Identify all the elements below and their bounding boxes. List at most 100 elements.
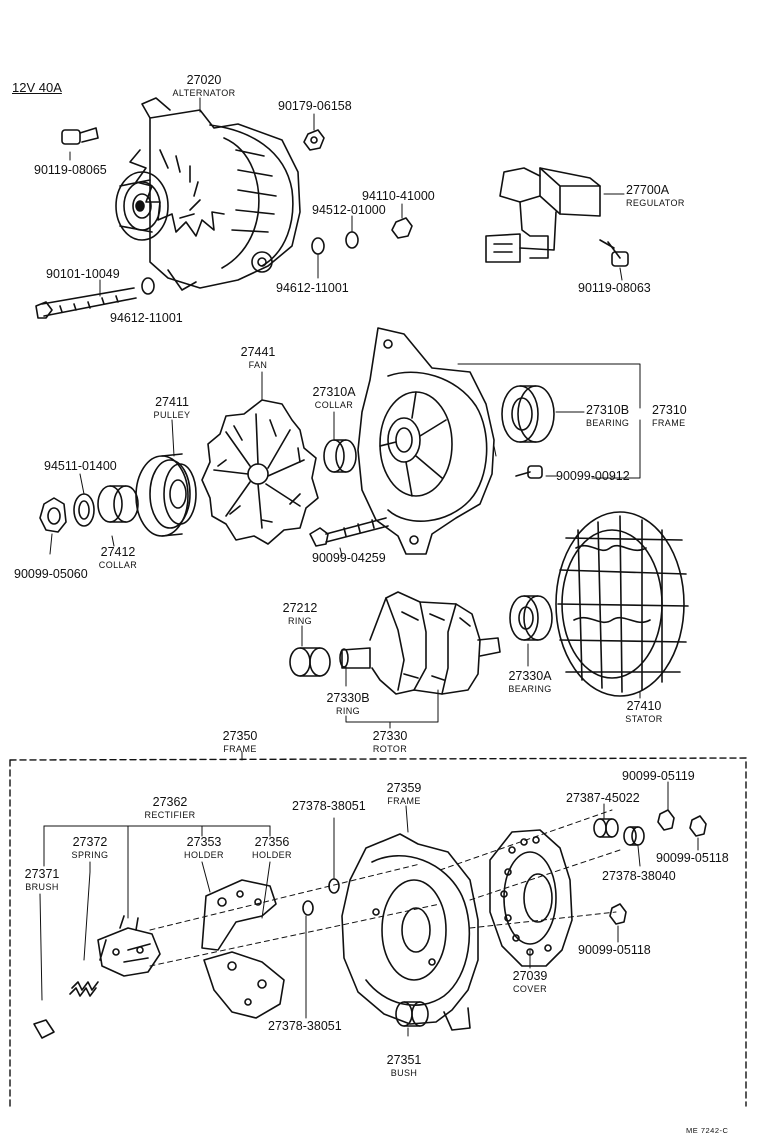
part-name: PULLEY (153, 410, 191, 420)
washer-94612-11001-a-label: 94612-11001 (276, 281, 349, 295)
rectifier-label: 27362 RECTIFIER (144, 796, 195, 821)
nut-90099-05119-label: 90099-05119 (622, 769, 695, 783)
terminal-27387-45022-label: 27387-45022 (566, 791, 640, 805)
leader-lines-rotor (301, 625, 641, 729)
nut-90099-05118-a-label: 90099-05118 (656, 851, 729, 865)
part-name: FAN (248, 360, 268, 370)
insulator-27378-38051-bottom-label: 27378-38051 (268, 1019, 342, 1033)
part-number: 27310A (312, 385, 356, 399)
collar-27310a-shape (323, 439, 357, 473)
part-number: 94612-11001 (110, 311, 183, 325)
part-name: ROTOR (372, 744, 408, 754)
brush-27371-shape (33, 1019, 55, 1039)
ring-27212-shape (289, 647, 331, 677)
regulator-label: 27700A REGULATOR (626, 184, 685, 209)
part-number: 27330B (326, 691, 370, 705)
part-number: 90099-05119 (622, 769, 695, 783)
holder-27353-label: 27353 HOLDER (184, 836, 224, 861)
ring-27330b-label: 27330B RING (326, 692, 369, 717)
leader-lines-bottom-insulators (305, 817, 335, 1019)
washer-94512-01000-label: 94512-01000 (312, 203, 386, 217)
washer-94512-01000-shape (345, 231, 359, 249)
part-number: 90099-05118 (656, 851, 729, 865)
alternator-number: 27020 (186, 73, 222, 87)
alternator-assembly[interactable] (115, 97, 301, 291)
part-number: 90099-05118 (578, 943, 651, 957)
part-number: 27359 (386, 781, 422, 795)
ring-27212-label: 27212 RING (283, 602, 318, 627)
part-name: BRUSH (25, 882, 59, 892)
nut-90179-06158-label: 90179-06158 (278, 100, 352, 113)
part-number: 27387-45022 (566, 791, 640, 805)
part-number: 27378-38051 (268, 1019, 342, 1033)
cover-27039-shape[interactable] (489, 829, 573, 967)
part-number: 27362 (152, 795, 188, 809)
part-number: 27412 (100, 545, 136, 559)
part-number: 27356 (254, 835, 290, 849)
bearing-27330a-label: 27330A BEARING (508, 670, 551, 695)
regulator-shape[interactable] (485, 167, 601, 263)
screw-90099-00912-label: 90099-00912 (556, 469, 630, 483)
holder-27353-shape[interactable] (201, 879, 277, 951)
stator-label: 27410 STATOR (625, 700, 662, 725)
bolt-90119-08065-label: 90119-08065 (34, 163, 107, 177)
nut-90179-06158-shape (303, 129, 325, 151)
rectifier-leader-bracket (39, 825, 271, 1001)
part-number: 27212 (282, 601, 318, 615)
terminal-27387-45022-shape (593, 818, 619, 838)
part-name: STATOR (625, 714, 663, 724)
part-number: 27700A (626, 183, 670, 197)
part-name: COVER (512, 984, 548, 994)
washer-94511-01400-shape (73, 493, 95, 527)
part-number: 27371 (24, 867, 60, 881)
leader-lines-right (603, 781, 699, 943)
part-number: 90119-08065 (34, 163, 107, 177)
alternator-pulley (115, 171, 169, 241)
part-number: 27411 (155, 395, 189, 409)
part-name: SPRING (71, 850, 109, 860)
nut-90099-05119-shape (657, 809, 675, 831)
bolt-90119-08065-shape (61, 127, 99, 145)
bush-label: 27351 BUSH (387, 1054, 422, 1079)
spring-27372-shape (69, 981, 99, 997)
stator-27410-shape[interactable] (555, 511, 689, 697)
bolt-90099-04259-shape (309, 517, 389, 547)
part-name: FRAME (652, 418, 686, 428)
part-name: REGULATOR (626, 198, 685, 208)
part-number: 90101-10049 (46, 267, 120, 281)
part-name: COLLAR (314, 400, 354, 410)
leader-lines-frame-bush (405, 805, 409, 1037)
part-number: 94512-01000 (312, 203, 386, 217)
collar-27412-label: 27412 COLLAR (99, 546, 137, 571)
bearing-27330a-shape (509, 595, 553, 641)
insulator-27378-38040-label: 27378-38040 (602, 870, 676, 883)
screw-90119-08063-label: 90119-08063 (578, 282, 651, 295)
collar-27310a-label: 27310A COLLAR (312, 386, 355, 411)
part-number: 27330 (372, 729, 408, 743)
part-number: 27039 (512, 969, 548, 983)
fan-label: 27441 FAN (241, 346, 276, 371)
part-number: 90099-05060 (14, 567, 88, 581)
alternator-fan-blades (129, 149, 225, 237)
part-number: 94612-11001 (276, 281, 349, 295)
figure-code: ME 7242-C (686, 1126, 729, 1135)
alternator-label: 27020 ALTERNATOR (172, 74, 235, 99)
bolt-90101-10049-shape (35, 287, 137, 319)
leader-lines-middle (49, 363, 641, 557)
fan-27441-shape[interactable] (201, 399, 319, 545)
pulley-27411-shape[interactable] (135, 453, 197, 537)
holder-27356-shape[interactable] (203, 951, 285, 1019)
frame-27359-shape[interactable] (341, 833, 479, 1031)
part-name: FRAME (223, 744, 257, 754)
part-name: RECTIFIER (144, 810, 196, 820)
part-name: HOLDER (184, 850, 224, 860)
alternator-name: ALTERNATOR (172, 88, 236, 98)
frame-27350-label: 27350 FRAME (223, 730, 258, 755)
part-number: 90099-00912 (556, 469, 630, 483)
leader-lines-regulator (603, 193, 625, 281)
frame-27310-shape[interactable] (357, 327, 495, 555)
rotor-27330-shape[interactable] (339, 591, 501, 695)
insulator-27378-38040-shape (623, 826, 645, 846)
rectifier-brush-holder-shape[interactable] (97, 915, 161, 977)
